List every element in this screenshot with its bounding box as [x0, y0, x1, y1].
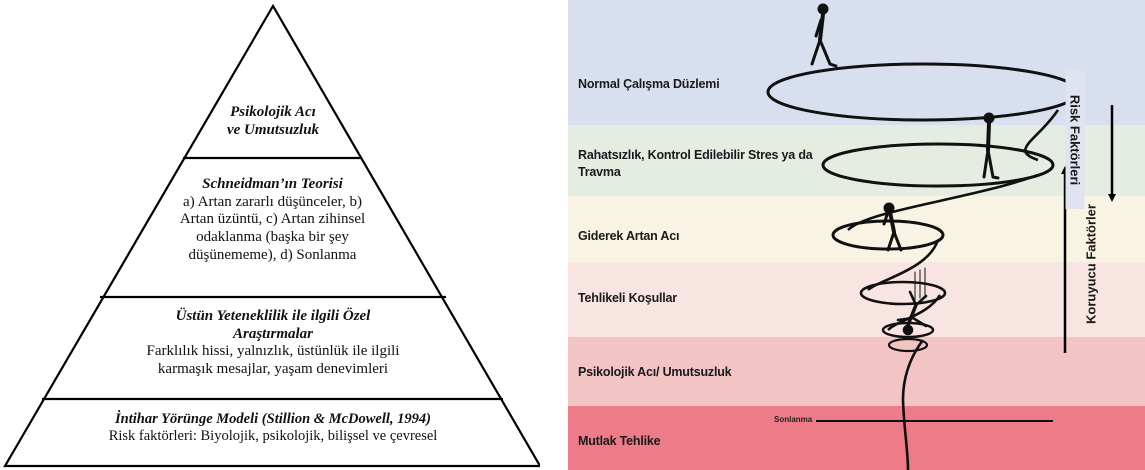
pyramid-level-3: Üstün Yeteneklilik ile ilgili Özel Araşt…: [100, 308, 446, 379]
band-label-discomfort: Rahatsızlık, Kontrol Edilebilir Stres ya…: [578, 147, 813, 181]
spiral-drawing: [766, 3, 1116, 470]
pyramid-diagram: Psikolojik Acı ve Umutsuzluk Schneidman’…: [0, 0, 540, 470]
band-label-psychological-pain: Psikolojik Acı/ Umutsuzluk: [578, 365, 732, 379]
level2-line-3: odaklanma (başka bir şey: [196, 229, 349, 246]
spiral-ring-2: [821, 142, 1055, 188]
level3-line-1: Farklılık hissi, yalnızlık, üstünlük ile…: [146, 343, 400, 360]
level1-title-2: ve Umutsuzluk: [226, 121, 320, 138]
band-absolute-danger: [568, 406, 1145, 470]
spiral-ring-3: [831, 219, 945, 251]
band-label-dangerous-conditions: Tehlikeli Koşullar: [578, 291, 677, 305]
sonlanma-label: Sonlanma: [774, 415, 813, 424]
band-psychological-pain: [568, 337, 1145, 406]
level3-title: Üstün Yeteneklilik ile ilgili Özel: [175, 308, 371, 324]
pyramid-triangle: [3, 3, 540, 468]
level2-line-4: düşünememe), d) Sonlanma: [188, 246, 357, 263]
band-label-normal: Normal Çalışma Düzlemi: [578, 77, 720, 91]
spiral-ring-1: [766, 62, 1080, 122]
band-increasing-pain: [568, 196, 1145, 262]
spiral-connector: [847, 109, 1060, 470]
level4-line-1: Risk faktörleri: Biyolojik, psikolojik, …: [108, 428, 438, 445]
level3-title-2: Araştırmalar: [232, 325, 314, 342]
spiral-ring-4: [859, 280, 947, 306]
band-label-discomfort-line-2: Travma: [578, 164, 621, 179]
pyramid-level-4: İntihar Yörünge Modeli (Stillion & McDow…: [42, 411, 504, 445]
level2-title: Schneidman’ın Teorisi: [202, 176, 343, 192]
pyramid-level-2: Schneidman’ın Teorisi a) Artan zararlı d…: [160, 176, 385, 264]
walking-figure-icon: [810, 3, 838, 68]
band-normal: [568, 0, 1145, 125]
level3-line-2: karmaşık mesajlar, yaşam denevimleri: [157, 361, 389, 378]
level2-line-1: a) Artan zararlı düşünceler, b): [183, 193, 362, 210]
band-dangerous-conditions: [568, 262, 1145, 337]
pyramid-level-1: Psikolojik Acı ve Umutsuzluk: [183, 104, 363, 139]
band-label-discomfort-line-1: Rahatsızlık, Kontrol Edilebilir Stres ya…: [578, 148, 813, 162]
falling-figure-icon: [896, 267, 928, 336]
spiral-ring-6: [887, 337, 929, 353]
band-label-increasing-pain: Giderek Artan Acı: [578, 229, 680, 243]
level2-line-2: Artan üzüntü, c) Artan zihinsel: [179, 211, 366, 228]
level4-title: İntihar Yörünge Modeli (Stillion & McDow…: [115, 411, 431, 427]
level1-title: Psikolojik Acı: [230, 104, 316, 120]
protective-factors-label: Koruyucu Faktörler: [1083, 204, 1099, 324]
standing-figure-icon: [982, 112, 1000, 180]
spiral-diagram: Normal Çalışma Düzlemi Rahatsızlık, Kont…: [568, 0, 1145, 470]
risk-factors-label: Risk Faktörleri: [1065, 71, 1085, 209]
band-label-absolute-danger: Mutlak Tehlike: [578, 434, 661, 448]
pyramid-outline: [3, 3, 540, 468]
distressed-figure-icon: [882, 202, 903, 252]
